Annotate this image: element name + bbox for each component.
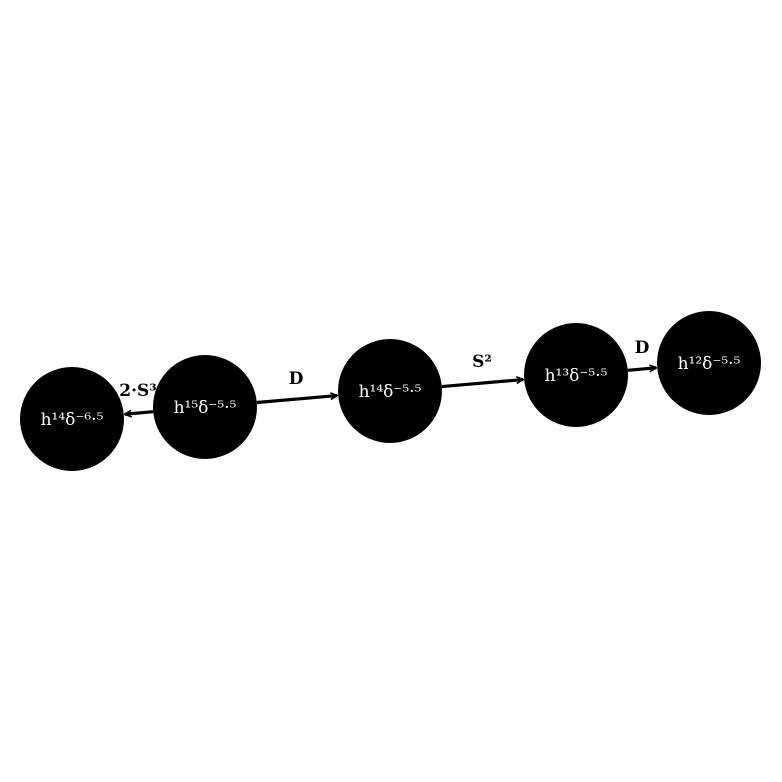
node-circle <box>338 339 442 443</box>
edge-label-n2-n1: 2·S³ <box>119 381 156 401</box>
node-label: h¹⁴δ⁻⁵·⁵ <box>359 382 422 402</box>
edge-label-n3-n4: S² <box>472 352 492 372</box>
node-circle <box>657 311 761 415</box>
node-n3: h¹⁴δ⁻⁵·⁵ <box>338 339 442 443</box>
node-n1: h¹⁴δ⁻⁶·⁵ <box>20 367 124 471</box>
edges: 2·S³ D S² D <box>119 338 656 414</box>
node-label: h¹⁵δ⁻⁵·⁵ <box>174 398 237 418</box>
nodes: h¹⁴δ⁻⁶·⁵ h¹⁵δ⁻⁵·⁵ h¹⁴δ⁻⁵·⁵ h¹³δ⁻⁵·⁵ h¹²δ⁻⁵·⁵ <box>20 311 761 471</box>
node-circle <box>524 323 628 427</box>
edge-arrow-n2-n3 <box>256 396 337 405</box>
edge-label-n4-n5: D <box>635 338 650 358</box>
edge-arrow-n4-n5 <box>627 368 656 371</box>
node-label: h¹²δ⁻⁵·⁵ <box>678 354 741 374</box>
edge-arrow-n2-n1 <box>125 412 154 415</box>
node-n5: h¹²δ⁻⁵·⁵ <box>657 311 761 415</box>
node-n2: h¹⁵δ⁻⁵·⁵ <box>153 355 257 459</box>
node-label: h¹⁴δ⁻⁶·⁵ <box>41 410 104 430</box>
node-n4: h¹³δ⁻⁵·⁵ <box>524 323 628 427</box>
node-circle <box>153 355 257 459</box>
edge-label-n2-n3: D <box>289 369 304 389</box>
node-circle <box>20 367 124 471</box>
edge-arrow-n3-n4 <box>441 380 523 389</box>
node-label: h¹³δ⁻⁵·⁵ <box>545 366 608 386</box>
